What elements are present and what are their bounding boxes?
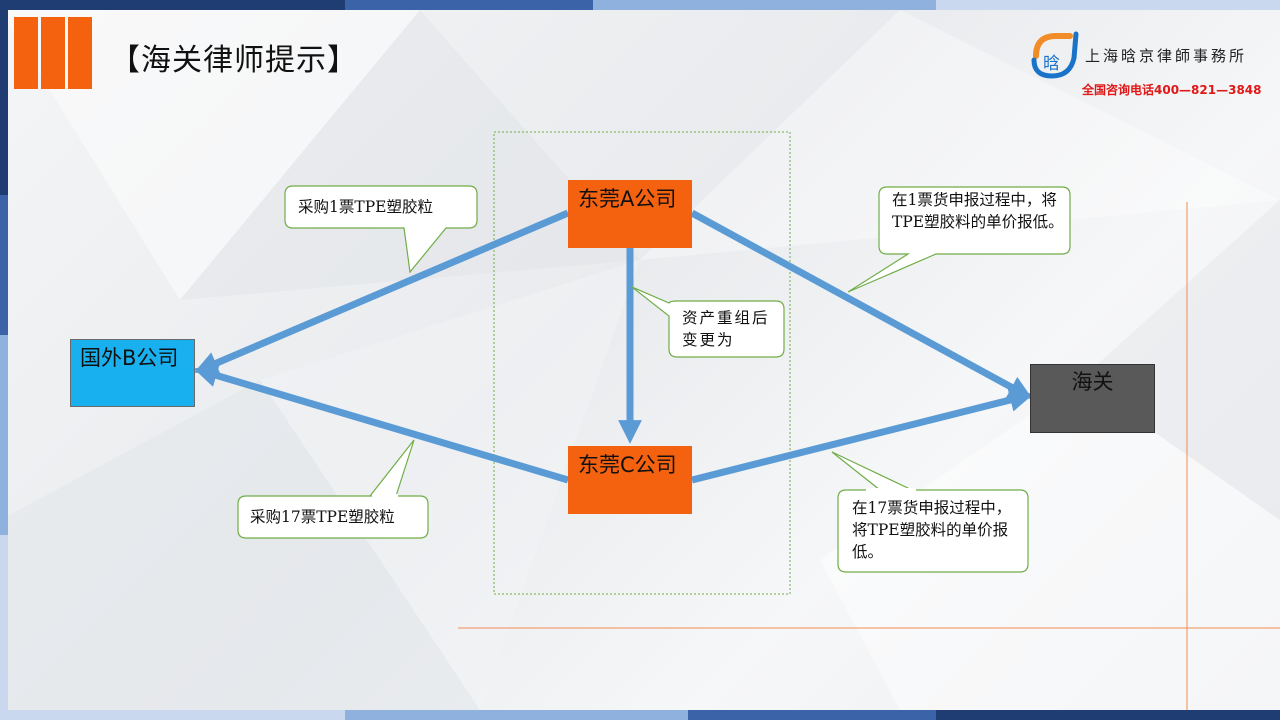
bottom-strip-segment xyxy=(936,710,1280,720)
page-title: 【海关律师提示】 xyxy=(110,43,358,78)
node-company-a: 东莞A公司 xyxy=(568,180,692,248)
group-frame xyxy=(493,131,791,595)
top-strip-segment xyxy=(593,0,936,10)
callout-declare-1-text: 在1票货申报过程中，将TPE塑胶料的单价报低。 xyxy=(892,191,1064,231)
top-strip-segment xyxy=(936,0,1280,10)
bottom-strip-segment xyxy=(688,710,936,720)
firm-logo-icon: 晗 xyxy=(1031,31,1079,79)
bottom-strip-segment xyxy=(0,710,345,720)
node-company-c: 东莞C公司 xyxy=(568,446,692,514)
arrow-c-to-customs xyxy=(691,388,1034,484)
callout-restructure-text: 资产重组后变更为 xyxy=(682,309,770,349)
callout-restructure xyxy=(631,286,785,358)
side-accent xyxy=(0,335,8,535)
callout-declare-1 xyxy=(847,186,1071,293)
arrow-a-to-customs xyxy=(690,209,1033,399)
arrow-a-to-b xyxy=(194,209,570,375)
node-company-b: 国外B公司 xyxy=(70,339,195,407)
orange-accent-bar xyxy=(68,17,92,89)
top-strip-segment xyxy=(0,0,345,10)
callout-purchase-17-text: 采购17票TPE塑胶粒 xyxy=(250,508,395,526)
side-accent xyxy=(0,535,8,710)
firm-name: 上海晗京律師事務所 xyxy=(1085,47,1248,65)
bottom-strip-segment xyxy=(345,710,688,720)
callout-declare-17-text: 在17票货申报过程中，将TPE塑胶料的单价报低。 xyxy=(852,499,1012,561)
consult-phone: 全国咨询电话400—821—3848 xyxy=(1082,83,1262,97)
node-customs: 海关 xyxy=(1030,364,1155,433)
callout-purchase-1-text: 采购1票TPE塑胶粒 xyxy=(298,198,433,216)
arrow-c-to-b xyxy=(193,363,569,484)
svg-text:晗: 晗 xyxy=(1043,54,1060,74)
orange-accent-bar xyxy=(14,17,38,89)
top-strip-segment xyxy=(345,0,593,10)
side-accent xyxy=(0,195,8,335)
side-accent xyxy=(0,10,8,195)
callout-purchase-1 xyxy=(284,185,478,274)
orange-accent-bar xyxy=(41,17,65,89)
